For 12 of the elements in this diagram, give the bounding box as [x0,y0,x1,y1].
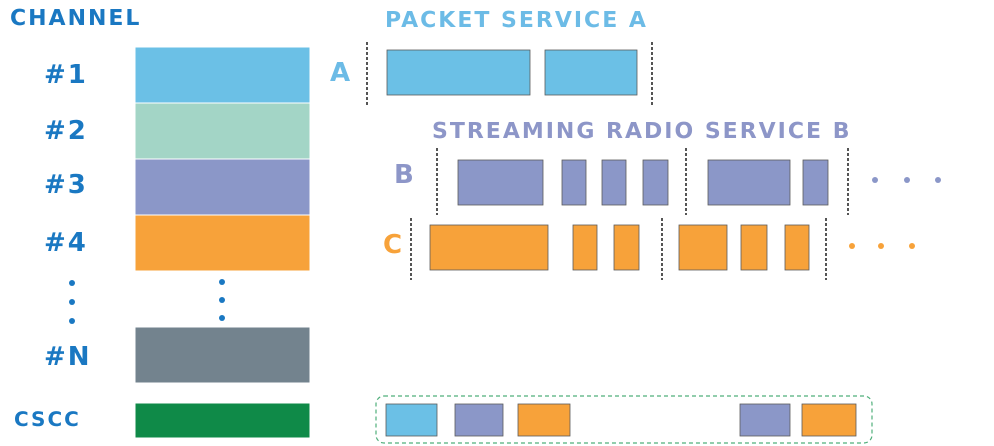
heading: PACKET SERVICE A [385,10,648,32]
channel-name: CSCC [14,409,81,429]
channel-number: #3 [44,172,88,198]
channel-number: #4 [44,230,88,256]
row-label: C [383,232,404,258]
channel-number: #2 [44,118,88,144]
row-label: A [330,60,352,86]
channel-number: #1 [44,62,88,88]
row-label: B [394,162,416,188]
heading: STREAMING RADIO SERVICE B [432,121,852,143]
heading: CHANNEL [10,8,142,30]
channel-number: #N [44,344,92,370]
